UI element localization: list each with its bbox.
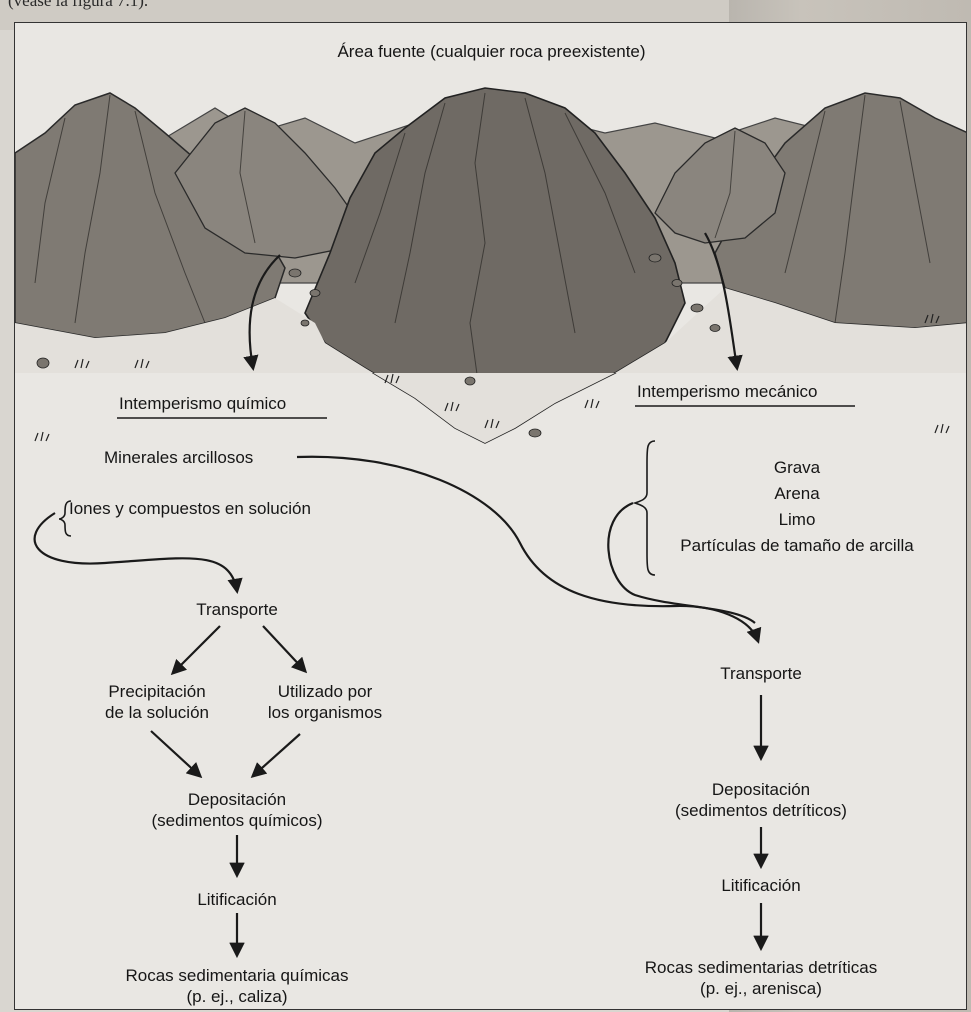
chemical-rocks-label: Rocas sedimentaria químicas (p. ej., cal…	[87, 965, 387, 1007]
bleed-text: (véase la figura 7.1).	[8, 0, 148, 11]
detrital-rocks-label: Rocas sedimentarias detríticas (p. ej., …	[611, 957, 911, 999]
organisms-label: Utilizado por los organismos	[235, 681, 415, 723]
det-lithification-label: Litificación	[661, 875, 861, 896]
clay-minerals-label: Minerales arcillosos	[104, 447, 253, 468]
diagram-title: Área fuente (cualquier roca preexistente…	[15, 41, 967, 62]
det-deposition-label: Depositación (sedimentos detríticos)	[631, 779, 891, 821]
particles-list: Grava Arena Limo Partículas de tamaño de…	[647, 455, 947, 559]
mechanical-weathering-heading: Intemperismo mecánico	[637, 381, 817, 402]
arrow-to-chemical-weathering	[250, 255, 280, 368]
chem-deposition-label: Depositación (sedimentos químicos)	[107, 789, 367, 831]
sedimentary-rock-diagram: Área fuente (cualquier roca preexistente…	[14, 22, 967, 1010]
arrow-precipitation-to-deposition	[151, 731, 200, 776]
arrow-transport-to-precipitation	[173, 626, 220, 673]
arrow-to-mechanical-weathering	[705, 233, 737, 368]
det-transport-label: Transporte	[661, 663, 861, 684]
chem-lithification-label: Litificación	[137, 889, 337, 910]
chemical-weathering-heading: Intemperismo químico	[119, 393, 286, 414]
arrow-organisms-to-deposition	[253, 734, 300, 776]
precipitation-label: Precipitación de la solución	[67, 681, 247, 723]
arrow-transport-to-organisms	[263, 626, 305, 671]
chem-transport-label: Transporte	[137, 599, 337, 620]
ions-label: Iones y compuestos en solución	[69, 498, 311, 519]
